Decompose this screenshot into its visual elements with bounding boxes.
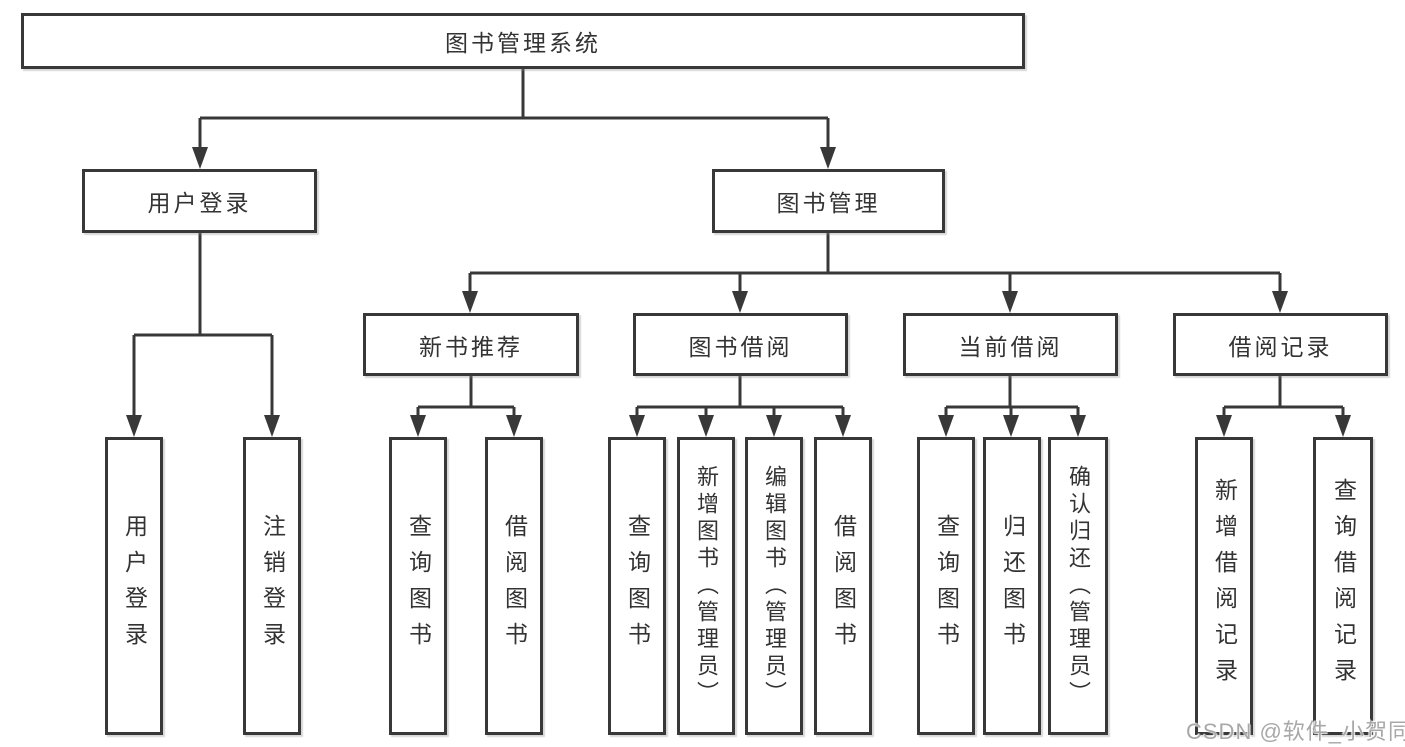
node-label: 新增图书（管理员） [694,464,719,708]
node-borrowing-records: 借阅记录 [1173,313,1388,376]
node-label: 编辑图书（管理员） [762,464,787,708]
node-label: 借阅图书 [501,514,528,658]
leaf-borrow-books-borrowing: 借阅图书 [814,437,872,735]
node-current-borrowing: 当前借阅 [903,313,1118,376]
node-label: 用户登录 [121,514,148,658]
leaf-borrow-books-recommend: 借阅图书 [485,437,543,735]
node-new-book-recommendation: 新书推荐 [363,313,579,376]
node-label: 查询图书 [933,514,960,658]
node-label: 新书推荐 [419,333,523,360]
leaf-logout: 注销登录 [243,437,301,735]
node-label: 图书管理 [776,190,881,216]
leaf-query-books-borrowing: 查询图书 [608,437,666,735]
leaf-confirm-return-admin: 确认归还（管理员） [1048,437,1108,735]
leaf-query-borrow-record: 查询借阅记录 [1313,437,1373,735]
leaf-query-books-recommend: 查询图书 [389,437,447,735]
node-label: 图书管理系统 [445,30,601,56]
node-label: 当前借阅 [958,333,1063,360]
leaf-edit-book-admin: 编辑图书（管理员） [745,437,803,735]
node-label: 归还图书 [999,514,1026,658]
leaf-add-borrow-record: 新增借阅记录 [1195,437,1253,735]
node-label: 注销登录 [259,514,286,658]
node-label: 用户登录 [147,190,252,216]
node-label: 确认归还（管理员） [1066,464,1091,708]
node-label: 借阅记录 [1228,333,1333,360]
leaf-add-book-admin: 新增图书（管理员） [677,437,735,735]
node-library-management-system: 图书管理系统 [21,13,1025,69]
node-book-borrowing: 图书借阅 [633,313,848,376]
node-label: 新增借阅记录 [1211,478,1238,694]
node-label: 图书借阅 [688,333,793,360]
node-label: 借阅图书 [830,514,857,658]
node-label: 查询借阅记录 [1330,478,1357,694]
node-label: 查询图书 [405,514,432,658]
node-user-login: 用户登录 [82,169,317,233]
leaf-return-book: 归还图书 [983,437,1041,735]
node-book-management: 图书管理 [712,169,945,233]
node-label: 查询图书 [624,514,651,658]
csdn-watermark: CSDN @软件_小贺同学 [1186,719,1405,744]
leaf-user-login: 用户登录 [105,437,163,735]
leaf-query-books-current: 查询图书 [917,437,975,735]
